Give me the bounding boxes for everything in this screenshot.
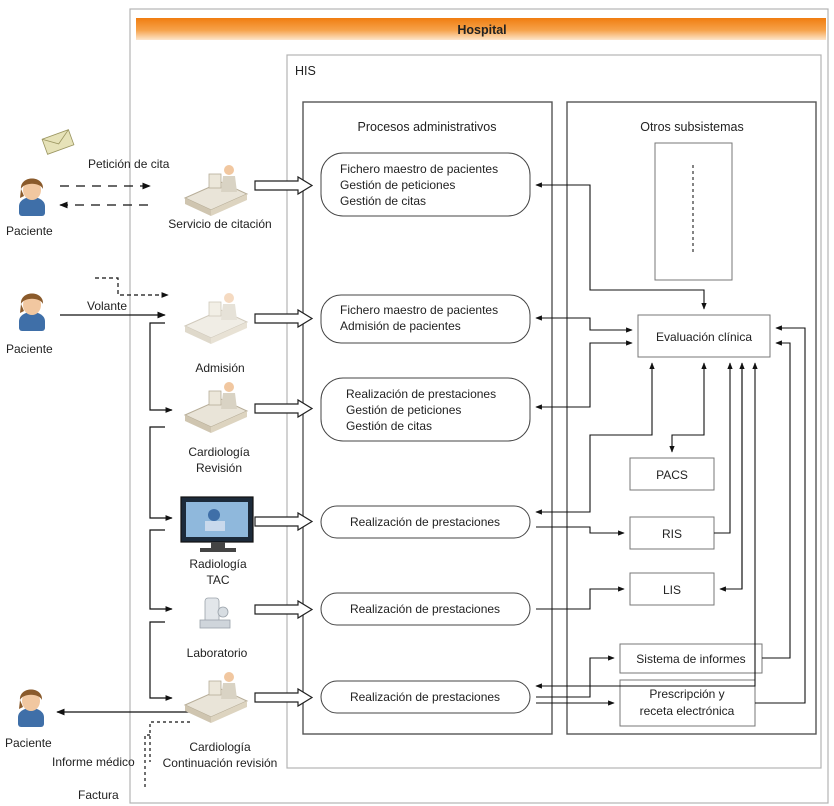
evaluacion-clinica-box: Evaluación clínica bbox=[637, 314, 771, 358]
factura-dotted bbox=[144, 734, 150, 790]
envelope-icon bbox=[41, 129, 75, 155]
cardiologia-continuacion-icon bbox=[184, 671, 248, 724]
cardio-cont-line-1: Cardiología bbox=[189, 740, 251, 754]
ris-label: RIS bbox=[662, 527, 682, 541]
peticion-label: Petición de cita bbox=[88, 157, 170, 171]
process-box-4: Realización de prestaciones bbox=[320, 505, 531, 539]
process-3-line-2: Gestión de peticiones bbox=[346, 403, 461, 417]
process-1-line-3: Gestión de citas bbox=[340, 194, 426, 208]
process-2-line-2: Admisión de pacientes bbox=[340, 319, 461, 333]
process-3-line-3: Gestión de citas bbox=[346, 419, 432, 433]
patient-2-label: Paciente bbox=[6, 342, 53, 356]
process-4-line-1: Realización de prestaciones bbox=[350, 515, 500, 529]
patient-1-icon bbox=[19, 178, 45, 216]
patient-3-label: Paciente bbox=[5, 736, 52, 750]
hollow-arrow-3 bbox=[254, 398, 314, 419]
hospital-title: Hospital bbox=[457, 23, 506, 37]
patient-2-icon bbox=[19, 293, 45, 331]
hollow-arrows bbox=[254, 175, 314, 708]
informe-dotted bbox=[149, 721, 190, 762]
evaluacion-clinica-label: Evaluación clínica bbox=[656, 330, 752, 344]
process-3-line-1: Realización de prestaciones bbox=[346, 387, 496, 401]
ris-box: RIS bbox=[629, 516, 715, 550]
citacion-desk-icon bbox=[184, 164, 248, 217]
hollow-arrow-4 bbox=[254, 511, 314, 532]
volante-label: Volante bbox=[87, 299, 127, 313]
hollow-arrow-6 bbox=[254, 687, 314, 708]
laboratorio-icon bbox=[199, 597, 231, 629]
cardio-cont-line-2: Continuación revisión bbox=[163, 756, 278, 770]
left-flows bbox=[56, 182, 190, 790]
patient-1-label: Paciente bbox=[6, 224, 53, 238]
radiologia-line-1: Radiología bbox=[189, 557, 247, 571]
lis-label: LIS bbox=[663, 583, 681, 597]
process-2-line-1: Fichero maestro de pacientes bbox=[340, 303, 498, 317]
process-6-line-1: Realización de prestaciones bbox=[350, 690, 500, 704]
process-box-1: Fichero maestro de pacientes Gestión de … bbox=[320, 152, 531, 217]
cardio-rev-line-2: Revisión bbox=[196, 461, 242, 475]
laboratorio-label: Laboratorio bbox=[187, 646, 248, 660]
others-panel-title: Otros subsistemas bbox=[640, 120, 744, 134]
hollow-arrow-1 bbox=[254, 175, 314, 196]
his-label: HIS bbox=[295, 64, 316, 78]
connectors bbox=[535, 182, 806, 706]
process-5-line-1: Realización de prestaciones bbox=[350, 602, 500, 616]
pacs-box: PACS bbox=[629, 457, 715, 491]
cardiologia-revision-icon bbox=[184, 381, 248, 434]
prescripcion-label-2: receta electrónica bbox=[640, 704, 735, 718]
pacs-label: PACS bbox=[656, 468, 688, 482]
process-box-2: Fichero maestro de pacientes Admisión de… bbox=[320, 294, 531, 344]
admin-panel-title: Procesos administrativos bbox=[358, 120, 497, 134]
citacion-label: Servicio de citación bbox=[168, 217, 271, 231]
process-1-line-1: Fichero maestro de pacientes bbox=[340, 162, 498, 176]
hollow-arrow-5 bbox=[254, 599, 314, 620]
admision-label: Admisión bbox=[195, 361, 244, 375]
radiologia-monitor-icon bbox=[180, 496, 254, 552]
prescripcion-label-1: Prescripción y bbox=[649, 687, 724, 701]
placeholder-subsystem bbox=[654, 142, 733, 281]
hospital-frame bbox=[129, 8, 829, 804]
lis-box: LIS bbox=[629, 572, 715, 606]
informe-label: Informe médico bbox=[52, 755, 135, 769]
process-1-line-2: Gestión de peticiones bbox=[340, 178, 455, 192]
process-box-6: Realización de prestaciones bbox=[320, 680, 531, 714]
cardio-rev-line-1: Cardiología bbox=[188, 445, 250, 459]
prescripcion-box: Prescripción y receta electrónica bbox=[619, 679, 756, 727]
sistema-informes-box: Sistema de informes bbox=[619, 643, 763, 674]
hollow-arrow-2 bbox=[254, 308, 314, 329]
process-box-3: Realización de prestaciones Gestión de p… bbox=[320, 377, 531, 442]
process-box-5: Realización de prestaciones bbox=[320, 592, 531, 626]
dotted-input-arrow bbox=[95, 277, 169, 298]
sistema-informes-label: Sistema de informes bbox=[636, 652, 745, 666]
hospital-banner bbox=[136, 18, 826, 40]
patient-3-icon bbox=[18, 689, 44, 727]
radiologia-line-2: TAC bbox=[206, 573, 229, 587]
factura-label: Factura bbox=[78, 788, 119, 802]
admision-desk-icon bbox=[184, 292, 248, 345]
